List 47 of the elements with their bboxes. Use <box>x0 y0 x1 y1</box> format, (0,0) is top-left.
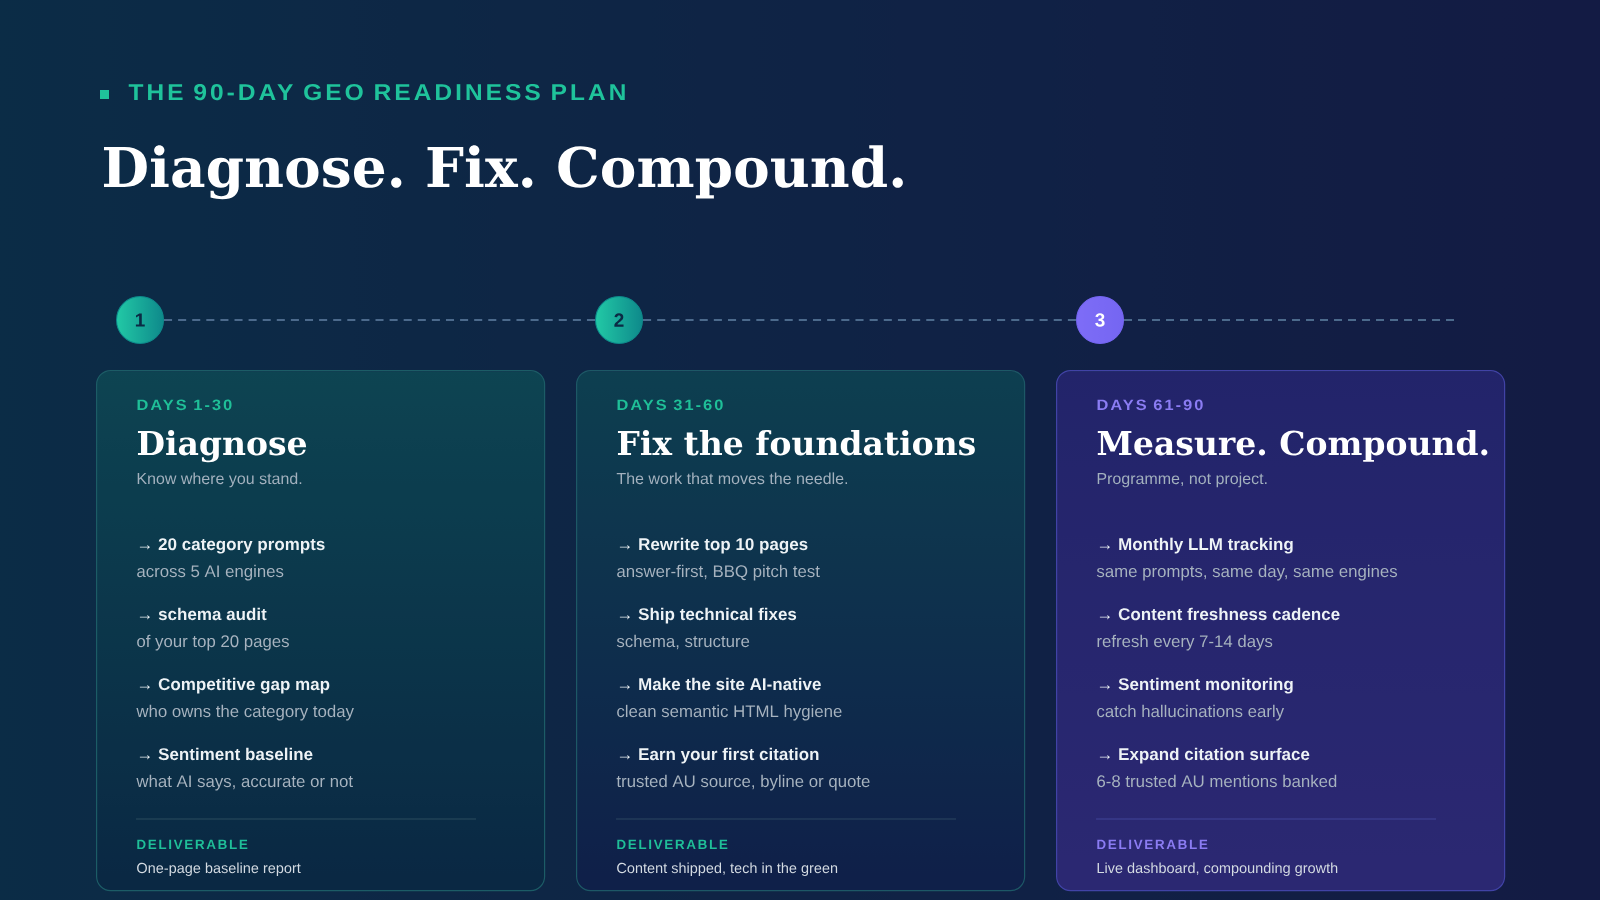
task-heading: → Content freshness cadence <box>1099 607 1340 621</box>
task-heading: → Sentiment monitoring <box>1099 677 1293 694</box>
task-heading: → Expand citation surface <box>1099 747 1310 764</box>
task-description: of your top 20 pages <box>137 634 289 651</box>
task-description: what AI says, accurate or not <box>136 774 353 791</box>
task-heading: → Competitive gap map <box>139 677 330 694</box>
task-description: across 5 AI engines <box>137 564 284 581</box>
task-heading: → Earn your first citation <box>619 747 819 764</box>
card-title: Measure. Compound. <box>1097 429 1488 462</box>
kicker-text: THE 90-DAY GEO READINESS PLAN <box>128 83 625 101</box>
task-description: trusted AU source, byline or quote <box>616 774 870 791</box>
task-description: answer-first, BBQ pitch test <box>617 564 820 581</box>
section-label: DELIVERABLE <box>137 839 248 849</box>
page-title: Diagnose. Fix. Compound. <box>104 145 903 200</box>
task-description: refresh every 7-14 days <box>1097 634 1273 651</box>
task-description: same prompts, same day, same engines <box>1096 564 1398 581</box>
task-description: clean semantic HTML hygiene <box>617 704 842 721</box>
card-title: Fix the foundations <box>617 429 975 456</box>
task-heading: → Sentiment baseline <box>139 747 313 761</box>
task-heading: → Monthly LLM tracking <box>1099 537 1293 554</box>
task-heading: → Ship technical fixes <box>619 607 797 624</box>
task-heading: → 20 category prompts <box>139 538 325 554</box>
card-title: Diagnose <box>137 429 307 463</box>
phase-label: DAYS 1-30 <box>137 399 232 411</box>
step-number: 2 <box>614 313 624 327</box>
task-heading: → schema audit <box>139 607 267 621</box>
card-subtitle: Know where you stand. <box>137 472 302 488</box>
task-description: who owns the category today <box>136 704 354 721</box>
task-description: schema, structure <box>616 634 750 650</box>
connector-line <box>1123 319 1455 321</box>
phase-label: DAYS 31-60 <box>617 399 723 411</box>
step-number: 3 <box>1095 313 1105 327</box>
section-label: DELIVERABLE <box>1097 839 1208 849</box>
card-subtitle: The work that moves the needle. <box>616 472 848 485</box>
connector-line <box>163 319 596 321</box>
card-subtitle: Programme, not project. <box>1097 472 1267 488</box>
step-number: 1 <box>135 313 145 327</box>
deliverable-text: Live dashboard, compounding growth <box>1097 862 1338 876</box>
connector-line <box>642 319 1077 321</box>
task-description: 6-8 trusted AU mentions banked <box>1097 774 1337 788</box>
deliverable-text: One-page baseline report <box>137 862 301 876</box>
deliverable-text: Content shipped, tech in the green <box>617 862 838 876</box>
task-heading: → Make the site AI-native <box>619 677 821 691</box>
task-description: catch hallucinations early <box>1097 704 1285 721</box>
task-heading: → Rewrite top 10 pages <box>619 537 808 554</box>
phase-label: DAYS 61-90 <box>1097 399 1203 411</box>
section-label: DELIVERABLE <box>617 839 728 849</box>
